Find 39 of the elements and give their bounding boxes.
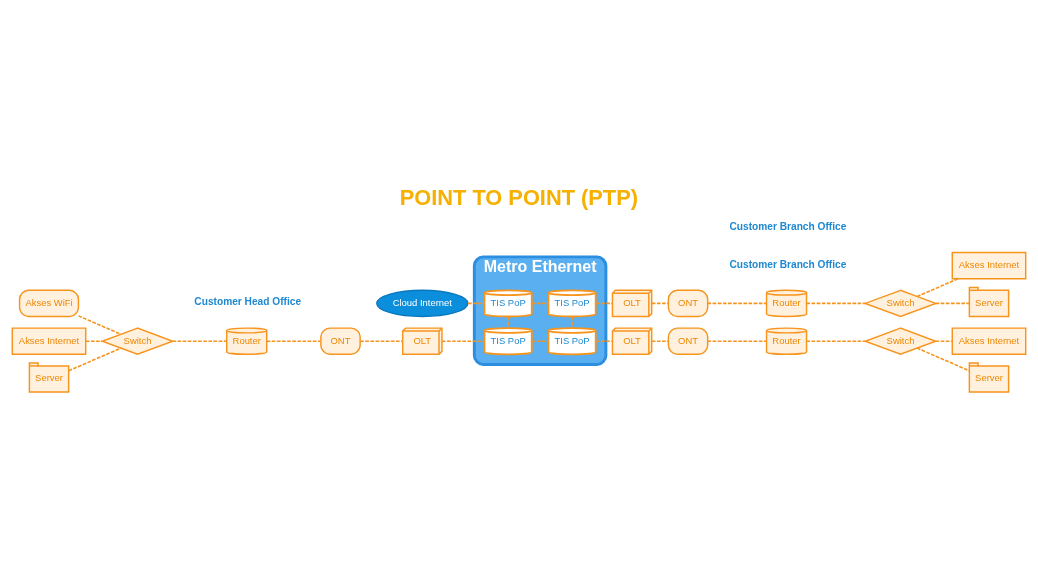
connector — [571, 315, 573, 329]
node-box: ONT — [667, 289, 709, 317]
connector — [266, 339, 322, 342]
node-box: ONT — [667, 326, 709, 355]
connector — [171, 339, 228, 342]
connector — [934, 339, 953, 342]
connector — [77, 314, 122, 335]
connector — [359, 339, 404, 342]
label: Customer Branch Office — [729, 220, 847, 232]
connector — [68, 346, 122, 371]
node-box: Akses Internet — [951, 251, 1027, 279]
connector — [531, 339, 550, 342]
diagram-title: POINT TO POINT (PTP) — [399, 184, 638, 210]
connector — [467, 302, 486, 304]
connector — [651, 339, 670, 342]
connector — [595, 339, 614, 342]
connector — [441, 339, 486, 342]
node-box: Akses Internet — [951, 326, 1027, 355]
connector — [805, 339, 867, 342]
node-diamond: Switch — [863, 326, 938, 355]
connector — [651, 302, 670, 304]
connector — [805, 302, 867, 304]
node-box: Akses Internet — [11, 326, 87, 355]
connector — [595, 302, 614, 304]
connector — [706, 302, 768, 304]
connector — [916, 346, 970, 371]
connector — [706, 339, 768, 342]
node-ellipse: Cloud Internet — [376, 289, 469, 317]
connector — [85, 339, 104, 342]
connector — [531, 302, 550, 304]
node-box: ONT — [320, 326, 361, 355]
label: Customer Branch Office — [729, 258, 847, 270]
node-box: Akses WiFi — [18, 289, 80, 317]
connector — [507, 315, 509, 329]
connector — [934, 302, 970, 304]
connector — [916, 277, 959, 297]
node-diamond: Switch — [100, 326, 175, 355]
label: Customer Head Office — [194, 295, 302, 307]
node-diamond: Switch — [863, 289, 938, 317]
